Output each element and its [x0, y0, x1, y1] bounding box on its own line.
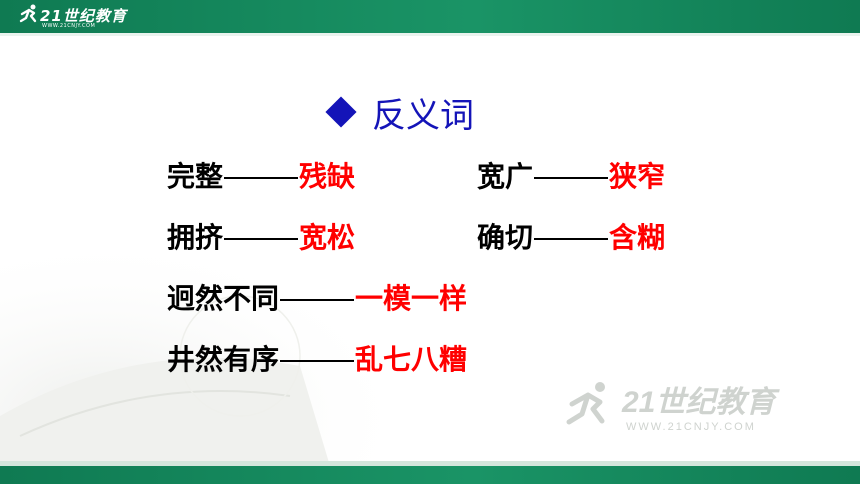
antonym-pair: 确切 含糊: [477, 218, 665, 258]
header-divider: [0, 33, 860, 36]
title-text: 反义词: [372, 95, 474, 136]
dash-separator: [280, 299, 355, 301]
dash-separator: [534, 238, 609, 240]
antonym-pair: 宽广 狭窄: [477, 157, 665, 197]
word: 宽广: [477, 160, 534, 193]
dash-separator: [534, 177, 609, 179]
antonym: 狭窄: [609, 160, 666, 193]
runner-logo-icon: [19, 4, 37, 23]
antonym: 含糊: [609, 221, 666, 254]
dash-separator: [224, 238, 299, 240]
dash-separator: [224, 177, 299, 179]
header-logo: 21世纪教育 WWW.21CNJY.COM: [18, 3, 138, 31]
antonym: 宽松: [299, 221, 356, 254]
word: 拥挤: [167, 221, 224, 254]
header-url: WWW.21CNJY.COM: [42, 23, 96, 29]
antonym-pair: 完整 残缺: [167, 157, 355, 197]
word: 完整: [167, 160, 224, 193]
antonym-pair: 拥挤 宽松: [167, 218, 355, 258]
header-brand: 21世纪教育: [40, 7, 127, 25]
dash-separator: [280, 360, 355, 362]
background-decoration: [0, 156, 520, 466]
antonym: 一模一样: [355, 282, 468, 315]
watermark-url: WWW.21CNJY.COM: [626, 421, 756, 433]
runner-watermark-icon: [566, 382, 605, 425]
header-bar: 21世纪教育 WWW.21CNJY.COM: [0, 0, 860, 33]
antonym-pair: 井然有序 乱七八糟: [167, 340, 467, 380]
antonym-pair: 迥然不同 一模一样: [167, 279, 467, 319]
footer-bar: [0, 461, 860, 484]
word: 迥然不同: [167, 282, 280, 315]
watermark-brand: 21世纪教育: [621, 385, 780, 419]
antonym: 乱七八糟: [355, 343, 468, 376]
word: 井然有序: [167, 343, 280, 376]
watermark-logo: 21世纪教育 WWW.21CNJY.COM: [566, 382, 780, 433]
word: 确切: [477, 221, 534, 254]
page-title: 反义词: [325, 88, 474, 136]
antonym: 残缺: [299, 160, 356, 193]
diamond-icon: [325, 96, 357, 128]
